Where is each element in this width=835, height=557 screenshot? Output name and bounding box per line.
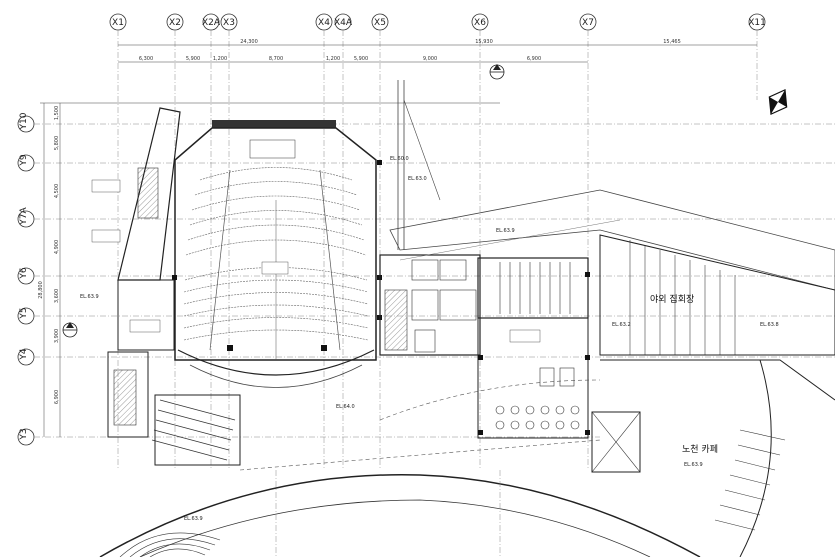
dim-total-3: 15,465: [663, 39, 681, 45]
central-core: [379, 254, 590, 439]
top-dimensions: 24,300 15,930 15,465 6,300 5,900 1,200 8…: [40, 39, 757, 104]
label-outdoor-lounge: 야외 집회장: [650, 293, 694, 305]
outdoor-areas: [99, 80, 835, 557]
elevation-marks: EL.60.0 EL.63.0 EL.63.9 EL.64.0 EL.63.2 …: [80, 156, 779, 522]
dim-seg-7: 9,000: [423, 56, 437, 62]
auditorium: [172, 120, 382, 388]
grid-label-x2a: X2A: [202, 18, 221, 28]
section-marker-left: [62, 322, 78, 338]
dim-left-3: 4,500: [54, 184, 60, 198]
grid-label-x6: X6: [474, 18, 486, 28]
grid-label-y10: Y10: [19, 112, 29, 130]
grid-label-x4a: X4A: [334, 18, 353, 28]
grid-label-x1: X1: [112, 18, 124, 28]
left-wing: [91, 107, 241, 466]
north-arrow-icon: [768, 88, 788, 116]
dim-left-total: 28,800: [38, 281, 44, 299]
elevation-5: EL.63.2: [612, 322, 631, 328]
dim-seg-3: 1,200: [213, 56, 227, 62]
column-grid: X1 X2 X2A X3 X4 X4A X5 X6 X7: [109, 13, 766, 470]
grid-label-x11: X11: [748, 18, 766, 28]
grid-label-x3: X3: [223, 18, 235, 28]
elevation-1: EL.60.0: [390, 156, 409, 162]
grid-label-y9: Y9: [19, 154, 29, 166]
dim-total-2: 15,930: [475, 39, 493, 45]
dim-seg-6: 5,900: [354, 56, 368, 62]
grid-label-y3: Y3: [19, 428, 29, 440]
elevation-4: EL.64.0: [336, 404, 355, 410]
dim-left-6: 3,900: [54, 329, 60, 343]
grid-label-x4: X4: [318, 18, 330, 28]
dim-seg-2: 5,900: [186, 56, 200, 62]
left-dimensions: 28,800 1,500 5,800 4,500 4,900 3,600 3,9…: [38, 103, 61, 437]
elevation-7: EL.63.9: [684, 462, 703, 468]
grid-label-x7: X7: [582, 18, 594, 28]
dim-seg-1: 6,300: [139, 56, 153, 62]
grid-label-y7a: Y7A: [19, 206, 29, 225]
elevation-6: EL.63.8: [760, 322, 779, 328]
dim-left-1: 1,500: [54, 106, 60, 120]
dim-seg-5: 1,200: [326, 56, 340, 62]
grid-label-x5: X5: [374, 18, 386, 28]
dim-total-1: 24,300: [240, 39, 258, 45]
label-outdoor-cafe: 노천 카페: [682, 444, 718, 455]
section-marker-top: [489, 64, 505, 80]
row-grid: Y10 Y9 Y7A Y6 Y5 Y4 Y3: [17, 112, 835, 446]
grid-label-y6: Y6: [19, 267, 29, 279]
grid-label-x2: X2: [169, 18, 181, 28]
grid-label-y4: Y4: [19, 348, 29, 360]
dim-left-7: 6,900: [54, 390, 60, 404]
dim-left-2: 5,800: [54, 136, 60, 150]
dim-left-5: 3,600: [54, 289, 60, 303]
elevation-8: EL.63.9: [184, 516, 203, 522]
dim-seg-8: 6,900: [527, 56, 541, 62]
dim-seg-4: 8,700: [269, 56, 283, 62]
dim-left-4: 4,900: [54, 240, 60, 254]
grid-label-y5: Y5: [19, 307, 29, 319]
elevation-9: EL.63.9: [496, 228, 515, 234]
elevation-2: EL.63.0: [408, 176, 427, 182]
elevation-3: EL.63.9: [80, 294, 99, 300]
stage-label-box: [249, 139, 296, 159]
